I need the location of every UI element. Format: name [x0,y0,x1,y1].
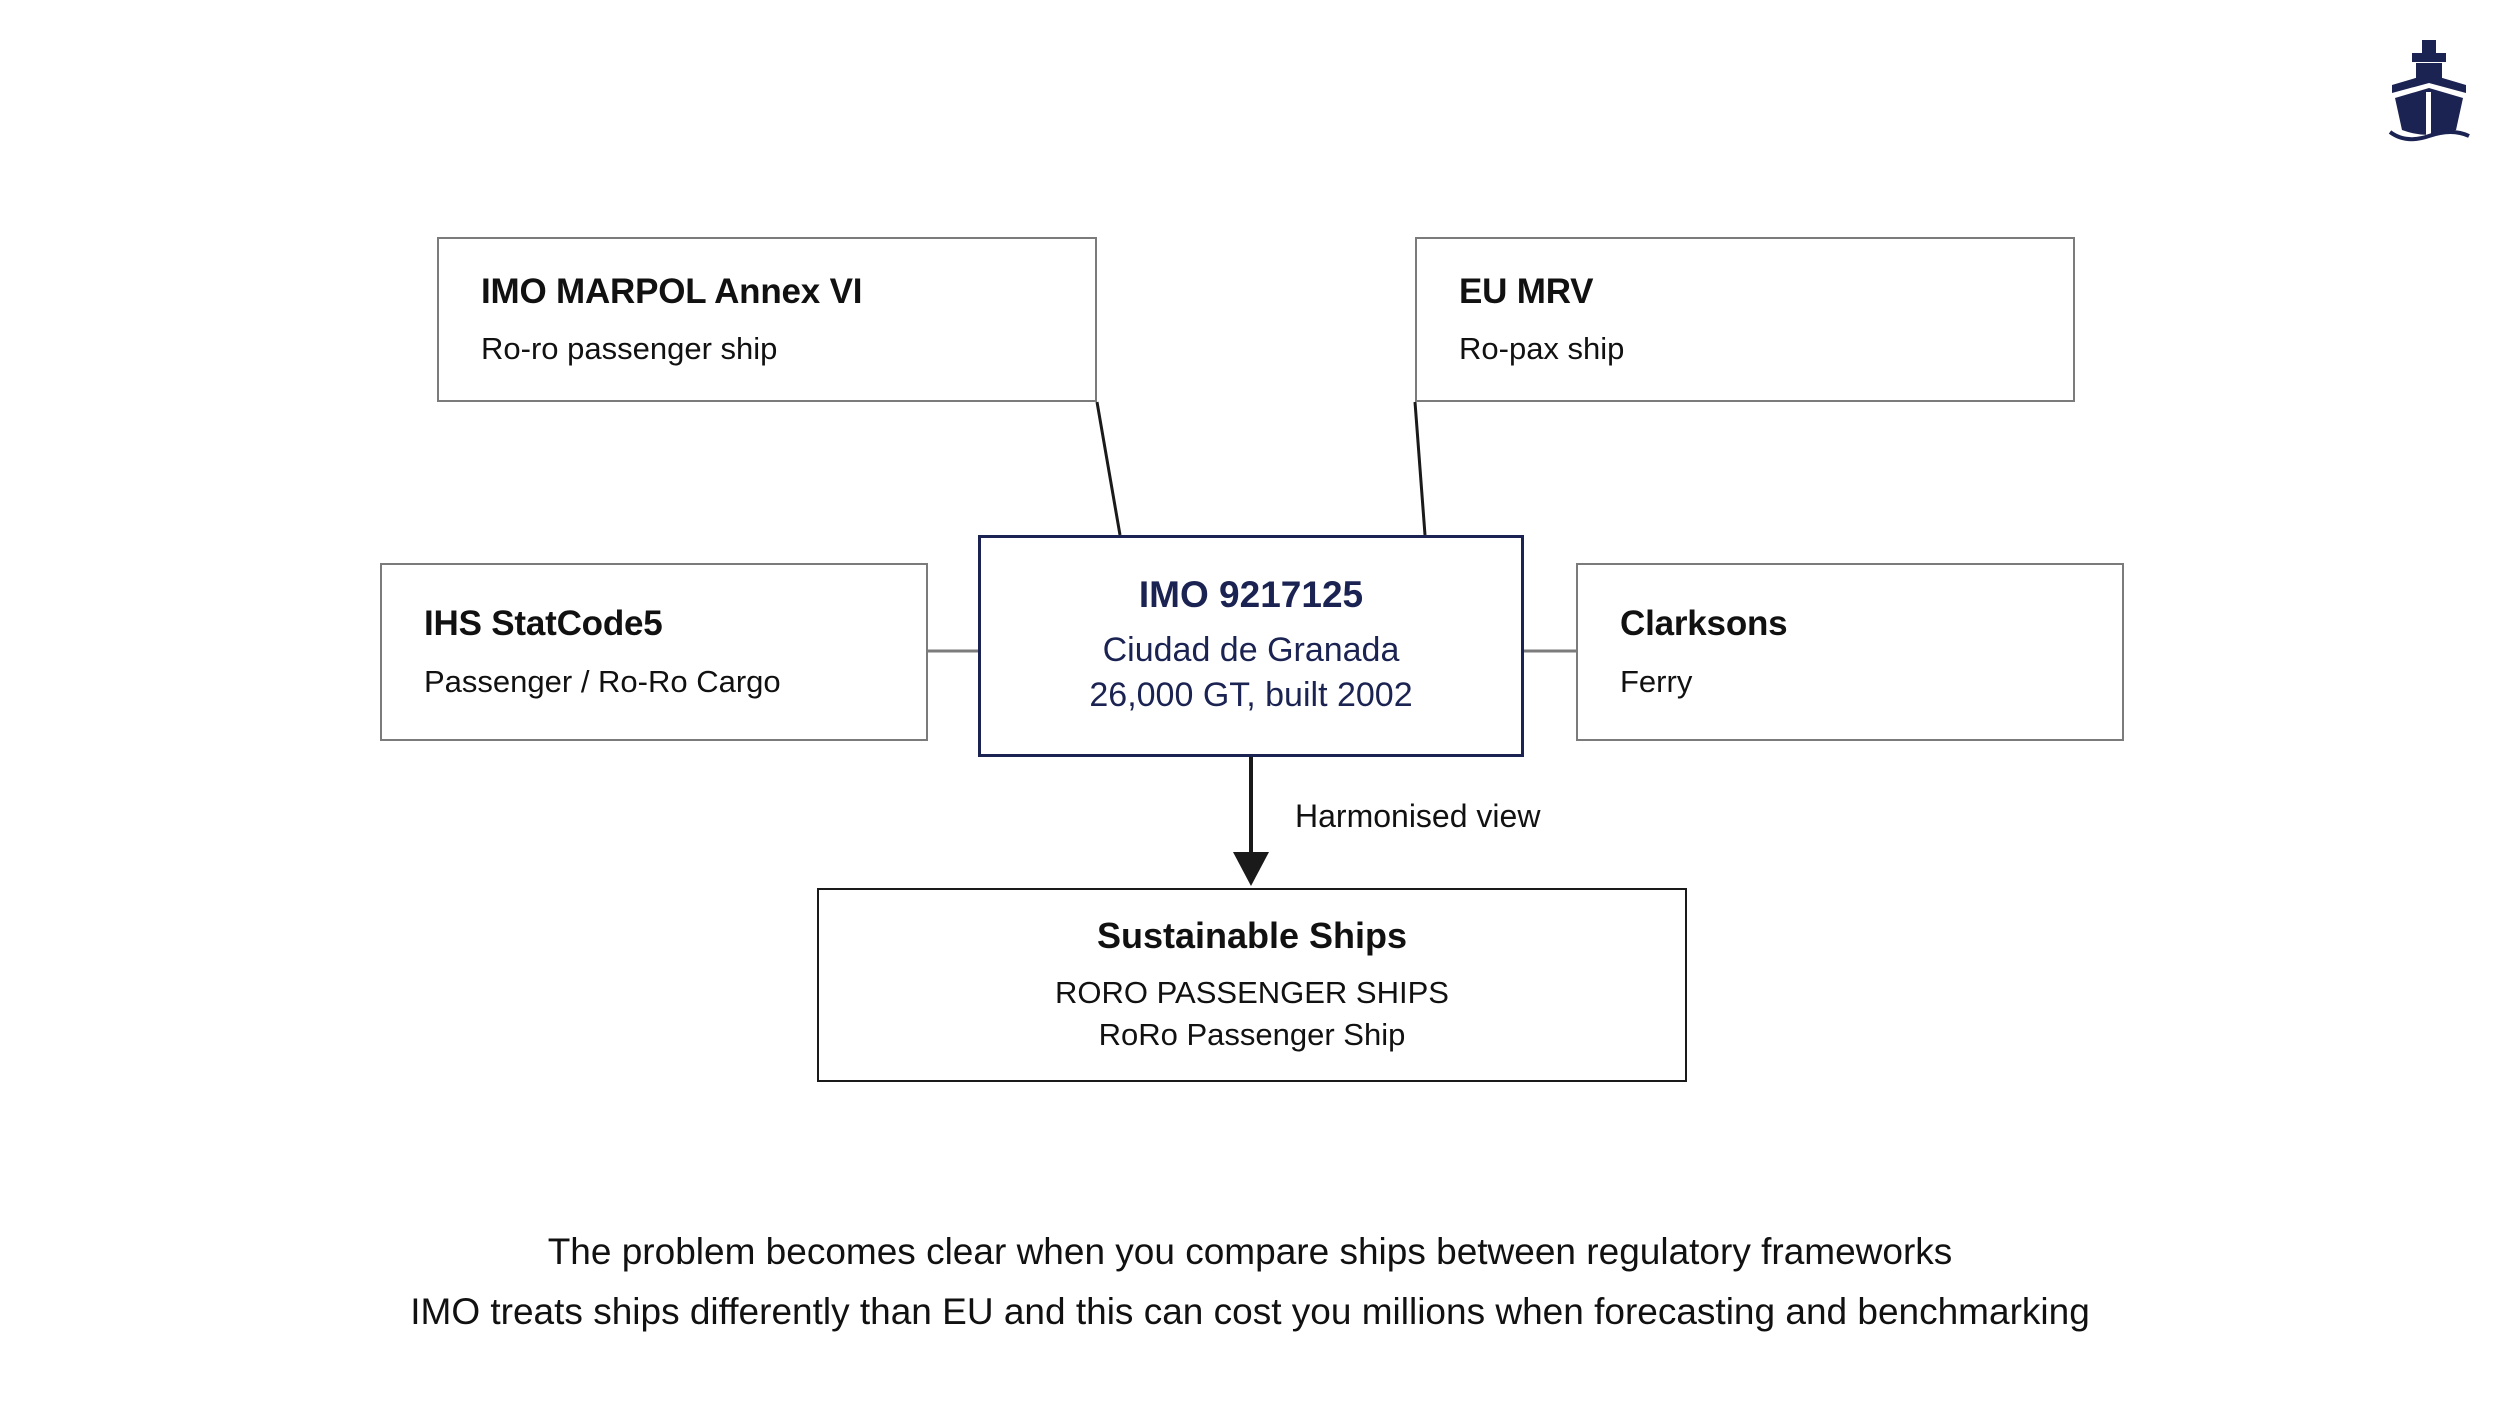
node-ihs-statcode5[interactable]: IHS StatCode5 Passenger / Ro-Ro Cargo [380,563,928,741]
result-title: Sustainable Ships [1096,915,1408,957]
node-subtitle: Ro-pax ship [1459,331,1625,367]
node-subtitle: Ferry [1620,663,1693,699]
node-title: IHS StatCode5 [424,604,663,644]
node-subtitle: Ro-ro passenger ship [481,331,778,367]
connector-marpol-to-vessel [1095,401,1122,536]
node-imo-marpol-annex-vi[interactable]: IMO MARPOL Annex VI Ro-ro passenger ship [437,237,1097,402]
vessel-particulars: 26,000 GT, built 2002 [1089,676,1413,715]
node-title: Clarksons [1620,604,1788,644]
connector-eumrv-to-vessel [1413,401,1427,536]
result-type: RoRo Passenger Ship [1098,1016,1406,1052]
node-sustainable-ships[interactable]: Sustainable Ships RORO PASSENGER SHIPS R… [817,888,1687,1082]
node-clarksons[interactable]: Clarksons Ferry [1576,563,2124,741]
node-subtitle: Passenger / Ro-Ro Cargo [424,663,781,699]
node-title: EU MRV [1459,271,1594,311]
node-eu-mrv[interactable]: EU MRV Ro-pax ship [1415,237,2075,402]
brand-logo [2386,38,2472,142]
caption-line-1: The problem becomes clear when you compa… [547,1231,1953,1272]
ship-icon [2388,40,2470,142]
caption-line-2: IMO treats ships differently than EU and… [410,1290,2090,1332]
node-vessel-imo-9217125[interactable]: IMO 9217125 Ciudad de Granada 26,000 GT,… [978,535,1524,757]
node-title: IMO MARPOL Annex VI [481,271,863,311]
vessel-imo-number: IMO 9217125 [1138,573,1364,615]
vessel-name: Ciudad de Granada [1102,631,1400,670]
arrow-label-harmonised-view: Harmonised view [1295,798,1541,834]
caption-block: The problem becomes clear when you compa… [0,1222,2500,1342]
result-category: RORO PASSENGER SHIPS [1055,975,1449,1011]
arrow-head-icon [1233,852,1269,886]
